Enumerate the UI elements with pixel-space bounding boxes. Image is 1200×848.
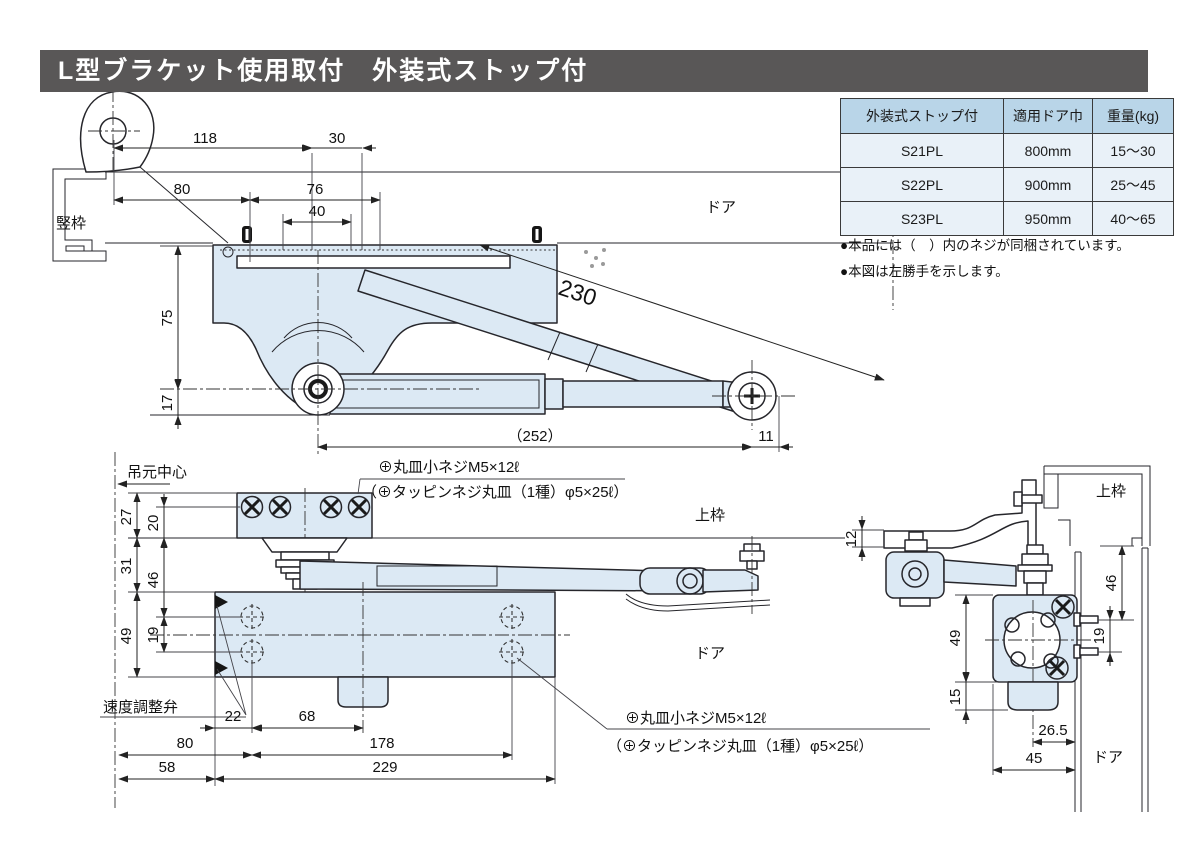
dim-45: 45: [1026, 750, 1043, 767]
vertical-frame-profile: [52, 168, 107, 262]
note-included-screws: ●本品には（ ）内のネジが同梱されています。: [840, 238, 1130, 253]
forearm-front: [299, 560, 699, 592]
speed-valve-label: 速度調整弁: [103, 699, 178, 716]
side-view-drawing: 上枠 ドア 1: [843, 465, 1151, 812]
dim-178: 178: [369, 735, 394, 752]
spec-table-header-row: 外装式ストップ付 適用ドア巾 重量(kg): [840, 98, 1174, 134]
l-bracket-side: [883, 479, 1037, 549]
dim-26-5: 26.5: [1038, 722, 1067, 739]
door-label-front: ドア: [695, 645, 725, 662]
dim-252: （252）: [507, 428, 562, 445]
dim-40: 40: [309, 203, 326, 220]
dim-49-side: 49: [947, 630, 964, 647]
bracket-screws: [240, 495, 371, 519]
top-view-drawing: 118 30 80 76 40 230 75 17 （252） 11 竪枠 ドア: [52, 88, 894, 455]
dim-80: 80: [174, 181, 191, 198]
dim-80-front: 80: [177, 735, 194, 752]
model-cell: S21PL: [840, 133, 1004, 168]
speed-valve: [215, 595, 228, 609]
dim-12: 12: [843, 531, 860, 548]
front-view-drawing: 吊元中心 上枠: [100, 452, 930, 808]
table-row: S23PL 950mm 40〜65: [840, 201, 1174, 236]
hinge-center-label: 吊元中心: [127, 464, 187, 481]
screw-note-top-2: （⊕タッピンネジ丸皿（1種）φ5×25ℓ）: [362, 484, 628, 501]
screw-note-top-1: ⊕丸皿小ネジM5×12ℓ: [378, 459, 519, 476]
col-header-model: 外装式ストップ付: [840, 98, 1004, 134]
note-left-handed: ●本図は左勝手を示します。: [840, 264, 1009, 280]
dim-58: 58: [159, 759, 176, 776]
door-width-cell: 800mm: [1003, 133, 1093, 168]
closer-body-front: [214, 591, 556, 678]
dim-75: 75: [159, 310, 176, 327]
top-frame-profile: [1043, 465, 1151, 546]
notes-block: ●本品には（ ）内のネジが同梱されています。 ●本図は左勝手を示します。: [840, 233, 1180, 286]
l-bracket: [79, 90, 155, 173]
door-section: [1074, 547, 1149, 812]
dim-229: 229: [372, 759, 397, 776]
frame-top-label-side: 上枠: [1096, 483, 1126, 500]
col-header-door-width: 適用ドア巾: [1003, 98, 1093, 134]
body-screw-holes: [239, 604, 525, 665]
dim-31: 31: [118, 558, 135, 575]
door-label-top: ドア: [706, 199, 736, 216]
table-row: S21PL 800mm 15〜30: [840, 133, 1174, 168]
arm-hook: [625, 593, 771, 612]
dim-15: 15: [947, 689, 964, 706]
spec-table: 外装式ストップ付 適用ドア巾 重量(kg) S21PL 800mm 15〜30 …: [840, 98, 1174, 236]
dim-46: 46: [145, 572, 162, 589]
arm-clevis: [885, 551, 945, 599]
door-width-cell: 950mm: [1003, 201, 1093, 236]
dim-68: 68: [299, 708, 316, 725]
model-cell: S22PL: [840, 167, 1004, 202]
dim-17: 17: [159, 395, 176, 412]
maker-stamp: [584, 248, 606, 268]
dim-11: 11: [758, 428, 774, 445]
weight-cell: 15〜30: [1092, 133, 1174, 168]
dim-27: 27: [118, 509, 135, 526]
door-label-side: ドア: [1093, 749, 1123, 766]
body-cylinder-side: [1007, 681, 1059, 711]
dim-20: 20: [145, 515, 162, 532]
door-width-cell: 900mm: [1003, 167, 1093, 202]
table-row: S22PL 900mm 25〜45: [840, 167, 1174, 202]
dim-19-side: 19: [1091, 628, 1108, 645]
col-header-weight: 重量(kg): [1092, 98, 1174, 134]
weight-cell: 25〜45: [1092, 167, 1174, 202]
screw-note-bottom-1: ⊕丸皿小ネジM5×12ℓ: [625, 710, 766, 727]
dim-76: 76: [307, 181, 324, 198]
dim-49: 49: [118, 628, 135, 645]
frame-top-label: 上枠: [695, 507, 725, 524]
screw-note-bottom-2: （⊕タッピンネジ丸皿（1種）φ5×25ℓ）: [607, 738, 873, 755]
dim-22: 22: [225, 708, 242, 725]
dim-46-side: 46: [1103, 575, 1120, 592]
page-title: L型ブラケット使用取付 外装式ストップ付: [40, 50, 1148, 92]
dim-19: 19: [145, 627, 162, 644]
dim-118: 118: [193, 130, 217, 147]
dim-230: 230: [555, 274, 600, 311]
dim-30: 30: [329, 130, 346, 147]
vertical-frame-label: 竪枠: [56, 215, 86, 232]
model-cell: S23PL: [840, 201, 1004, 236]
weight-cell: 40〜65: [1092, 201, 1174, 236]
